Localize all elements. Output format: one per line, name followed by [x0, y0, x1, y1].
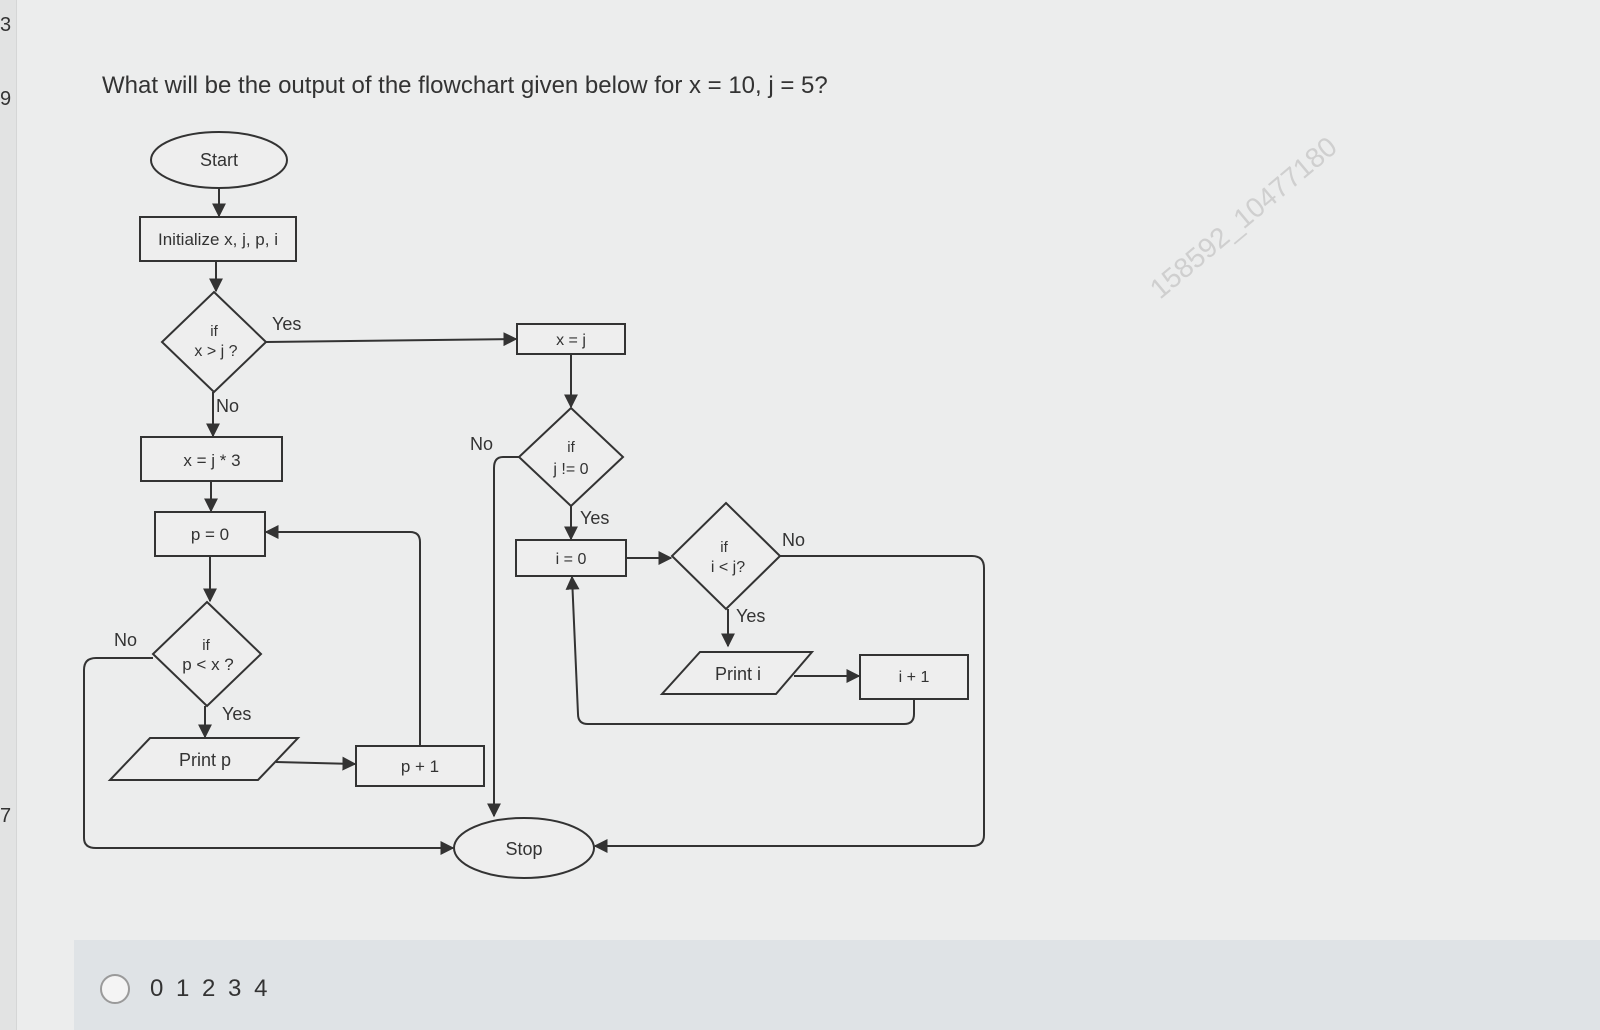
cond3-label-expr: j != 0 — [552, 461, 588, 478]
arrow-inc-i-loop — [565, 575, 915, 725]
cond3-no-label: No — [470, 434, 493, 454]
cond4-diamond — [670, 501, 782, 611]
cond2-yes-label: Yes — [222, 704, 251, 724]
cond4-label-if: if — [720, 539, 728, 556]
inc-i-label: i + 1 — [899, 669, 930, 686]
cond1-no-label: No — [216, 396, 239, 416]
cond3-yes-label: Yes — [580, 508, 609, 528]
cond4-label-expr: i < j? — [711, 559, 745, 576]
init-label: Initialize x, j, p, i — [158, 230, 278, 249]
cond1-diamond — [160, 290, 268, 394]
arrow-inc-p-loop — [264, 525, 421, 746]
cond1-yes-label: Yes — [272, 314, 301, 334]
print-i-parallelogram — [659, 651, 815, 695]
start-label: Start — [200, 150, 238, 170]
cond2-diamond — [151, 600, 263, 708]
assign-p0-label: p = 0 — [191, 525, 229, 544]
flowchart-diagram: 158592_10477180 — [83, 131, 1343, 879]
cond2-no-label: No — [114, 630, 137, 650]
arrow-cond1-yes — [265, 332, 518, 347]
answer-option-label[interactable]: 0 1 2 3 4 — [150, 975, 271, 1002]
inc-p-label: p + 1 — [401, 757, 439, 776]
cond2-label-expr: p < x ? — [182, 655, 234, 674]
arrow-print-p-inc — [275, 756, 357, 771]
left-sidebar-strip: 3 9 7 — [0, 0, 17, 1030]
cond4-yes-label: Yes — [736, 606, 765, 626]
cond4-no-label: No — [782, 530, 805, 550]
cond3-label-if: if — [567, 439, 575, 456]
arrow-cond2-no-stop — [83, 657, 455, 855]
sidebar-number: 7 — [0, 805, 12, 827]
cond1-label-if: if — [210, 323, 218, 340]
stop-label: Stop — [505, 839, 542, 859]
assign-i0-box — [515, 539, 627, 577]
watermark: 158592_10477180 — [1144, 131, 1343, 305]
arrow-cond4-no-stop — [593, 555, 985, 853]
assign-i0-label: i = 0 — [556, 551, 587, 568]
sidebar-number: 3 — [0, 14, 12, 36]
question-text: What will be the output of the flowchart… — [102, 72, 828, 99]
cond2-label-if: if — [202, 637, 210, 654]
inc-p-box — [355, 745, 485, 787]
answer-radio-button[interactable] — [100, 974, 130, 1004]
cond3-diamond — [517, 406, 625, 508]
answer-option-row[interactable] — [74, 940, 1600, 1030]
print-p-label: Print p — [179, 750, 231, 770]
assign-x-j3-label: x = j * 3 — [183, 451, 240, 470]
assign-x-j-box — [516, 323, 626, 355]
cond1-label-expr: x > j ? — [194, 343, 237, 360]
print-i-label: Print i — [715, 664, 761, 684]
sidebar-number: 9 — [0, 88, 12, 110]
assign-x-j-label: x = j — [556, 332, 586, 349]
print-p-parallelogram — [107, 737, 301, 781]
arrow-cond3-no-stop — [487, 456, 519, 818]
